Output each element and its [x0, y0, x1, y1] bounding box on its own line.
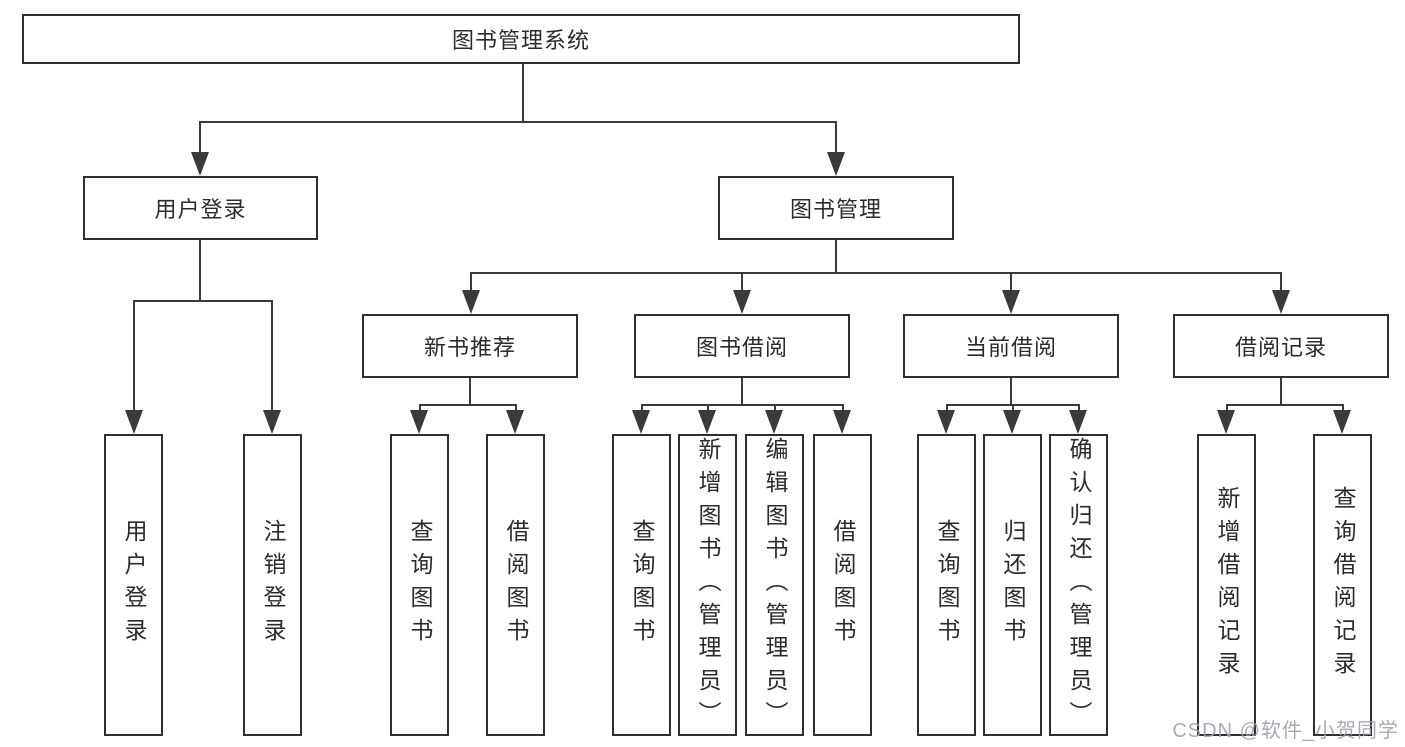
leaf-label: 借阅图书 [830, 519, 856, 651]
arrowhead-down-icon [765, 410, 783, 434]
connector-vline [774, 404, 776, 414]
connector-hline [470, 272, 1282, 274]
leaf-query-borrow-record: 查询借阅记录 [1313, 434, 1372, 736]
arrowhead-down-icon [506, 410, 524, 434]
arrowhead-down-icon [462, 290, 480, 314]
connector-hline [641, 404, 843, 406]
leaf-label: 查询图书 [629, 519, 655, 651]
arrowhead-down-icon [191, 152, 209, 176]
leaf-add-borrow-record: 新增借阅记录 [1197, 434, 1256, 736]
connector-vline [842, 404, 844, 414]
connector-vline [1010, 272, 1012, 294]
connector-vline [470, 272, 472, 294]
arrowhead-down-icon [1002, 290, 1020, 314]
leaf-edit-book-admin: 编辑图书（管理员） [745, 434, 804, 736]
connector-vline [199, 240, 201, 302]
arrowhead-down-icon [410, 410, 428, 434]
leaf-label: 查询借阅记录 [1330, 486, 1356, 684]
leaf-user-login: 用户登录 [104, 434, 163, 736]
arrowhead-down-icon [937, 410, 955, 434]
connector-vline [1010, 378, 1012, 406]
node-new-book-recommend: 新书推荐 [362, 314, 578, 378]
leaf-label: 归还图书 [1000, 519, 1026, 651]
leaf-label: 新增借阅记录 [1214, 486, 1240, 684]
leaf-confirm-return-admin: 确认归还（管理员） [1049, 434, 1108, 736]
node-book-management: 图书管理 [718, 176, 954, 240]
connector-vline [271, 300, 273, 414]
connector-vline [641, 404, 643, 414]
connector-hline [133, 300, 273, 302]
arrowhead-down-icon [263, 410, 281, 434]
arrowhead-down-icon [1333, 410, 1351, 434]
connector-vline [515, 404, 517, 414]
leaf-label: 注销登录 [260, 519, 286, 651]
connector-vline [133, 300, 135, 414]
node-borrow-records: 借阅记录 [1173, 314, 1389, 378]
connector-hline [419, 404, 517, 406]
connector-vline [741, 378, 743, 406]
node-book-borrow: 图书借阅 [634, 314, 850, 378]
leaf-label: 编辑图书（管理员） [762, 436, 788, 734]
leaf-label: 用户登录 [121, 519, 147, 651]
arrowhead-down-icon [1272, 290, 1290, 314]
connector-vline [199, 121, 201, 155]
arrowhead-down-icon [833, 410, 851, 434]
leaf-add-book-admin: 新增图书（管理员） [678, 434, 737, 736]
connector-vline [1280, 272, 1282, 294]
arrowhead-down-icon [1069, 410, 1087, 434]
watermark: CSDN @软件_小贺同学 [1172, 720, 1399, 742]
arrowhead-down-icon [698, 410, 716, 434]
arrowhead-down-icon [632, 410, 650, 434]
connector-vline [707, 404, 709, 414]
arrowhead-down-icon [827, 152, 845, 176]
leaf-query-book: 查询图书 [390, 434, 449, 736]
connector-vline [835, 240, 837, 274]
connector-vline [946, 404, 948, 414]
leaf-label: 确认归还（管理员） [1066, 436, 1092, 734]
connector-vline [1226, 404, 1228, 414]
connector-hline [199, 121, 837, 123]
node-library-system: 图书管理系统 [22, 14, 1020, 64]
connector-vline [1342, 404, 1344, 414]
leaf-label: 新增图书（管理员） [695, 436, 721, 734]
leaf-query-book: 查询图书 [612, 434, 671, 736]
connector-vline [522, 64, 524, 121]
connector-vline [419, 404, 421, 414]
connector-vline [469, 378, 471, 406]
leaf-logout: 注销登录 [243, 434, 302, 736]
arrowhead-down-icon [1003, 410, 1021, 434]
node-current-borrow: 当前借阅 [903, 314, 1119, 378]
leaf-label: 查询图书 [934, 519, 960, 651]
connector-vline [741, 272, 743, 294]
leaf-label: 查询图书 [407, 519, 433, 651]
leaf-label: 借阅图书 [503, 519, 529, 651]
arrowhead-down-icon [733, 290, 751, 314]
connector-vline [835, 121, 837, 155]
leaf-query-book: 查询图书 [917, 434, 976, 736]
leaf-borrow-book: 借阅图书 [813, 434, 872, 736]
connector-vline [1012, 404, 1014, 414]
arrowhead-down-icon [125, 410, 143, 434]
leaf-return-book: 归还图书 [983, 434, 1042, 736]
node-user-login: 用户登录 [83, 176, 318, 240]
arrowhead-down-icon [1217, 410, 1235, 434]
leaf-borrow-book: 借阅图书 [486, 434, 545, 736]
connector-hline [1226, 404, 1343, 406]
connector-vline [1280, 378, 1282, 406]
connector-vline [1078, 404, 1080, 414]
